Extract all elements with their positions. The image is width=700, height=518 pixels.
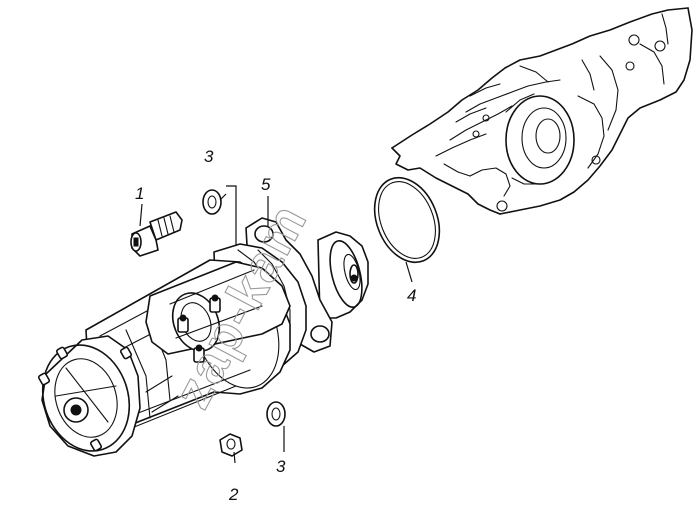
callout-label-5: 5 — [261, 175, 271, 194]
nut — [219, 433, 243, 457]
engine-flywheel-housing — [391, 7, 693, 215]
callout-label-4: 4 — [407, 286, 416, 305]
callout-label-3: 3 — [276, 457, 286, 476]
bolt — [130, 211, 183, 257]
washer — [266, 401, 286, 427]
leader-lines — [139, 185, 413, 464]
starter-motor — [37, 217, 369, 457]
o-ring — [373, 176, 441, 264]
callout-label-1: 1 — [135, 184, 144, 203]
washer — [202, 189, 222, 215]
callout-label-3: 3 — [204, 147, 214, 166]
callout-label-2: 2 — [228, 485, 239, 504]
